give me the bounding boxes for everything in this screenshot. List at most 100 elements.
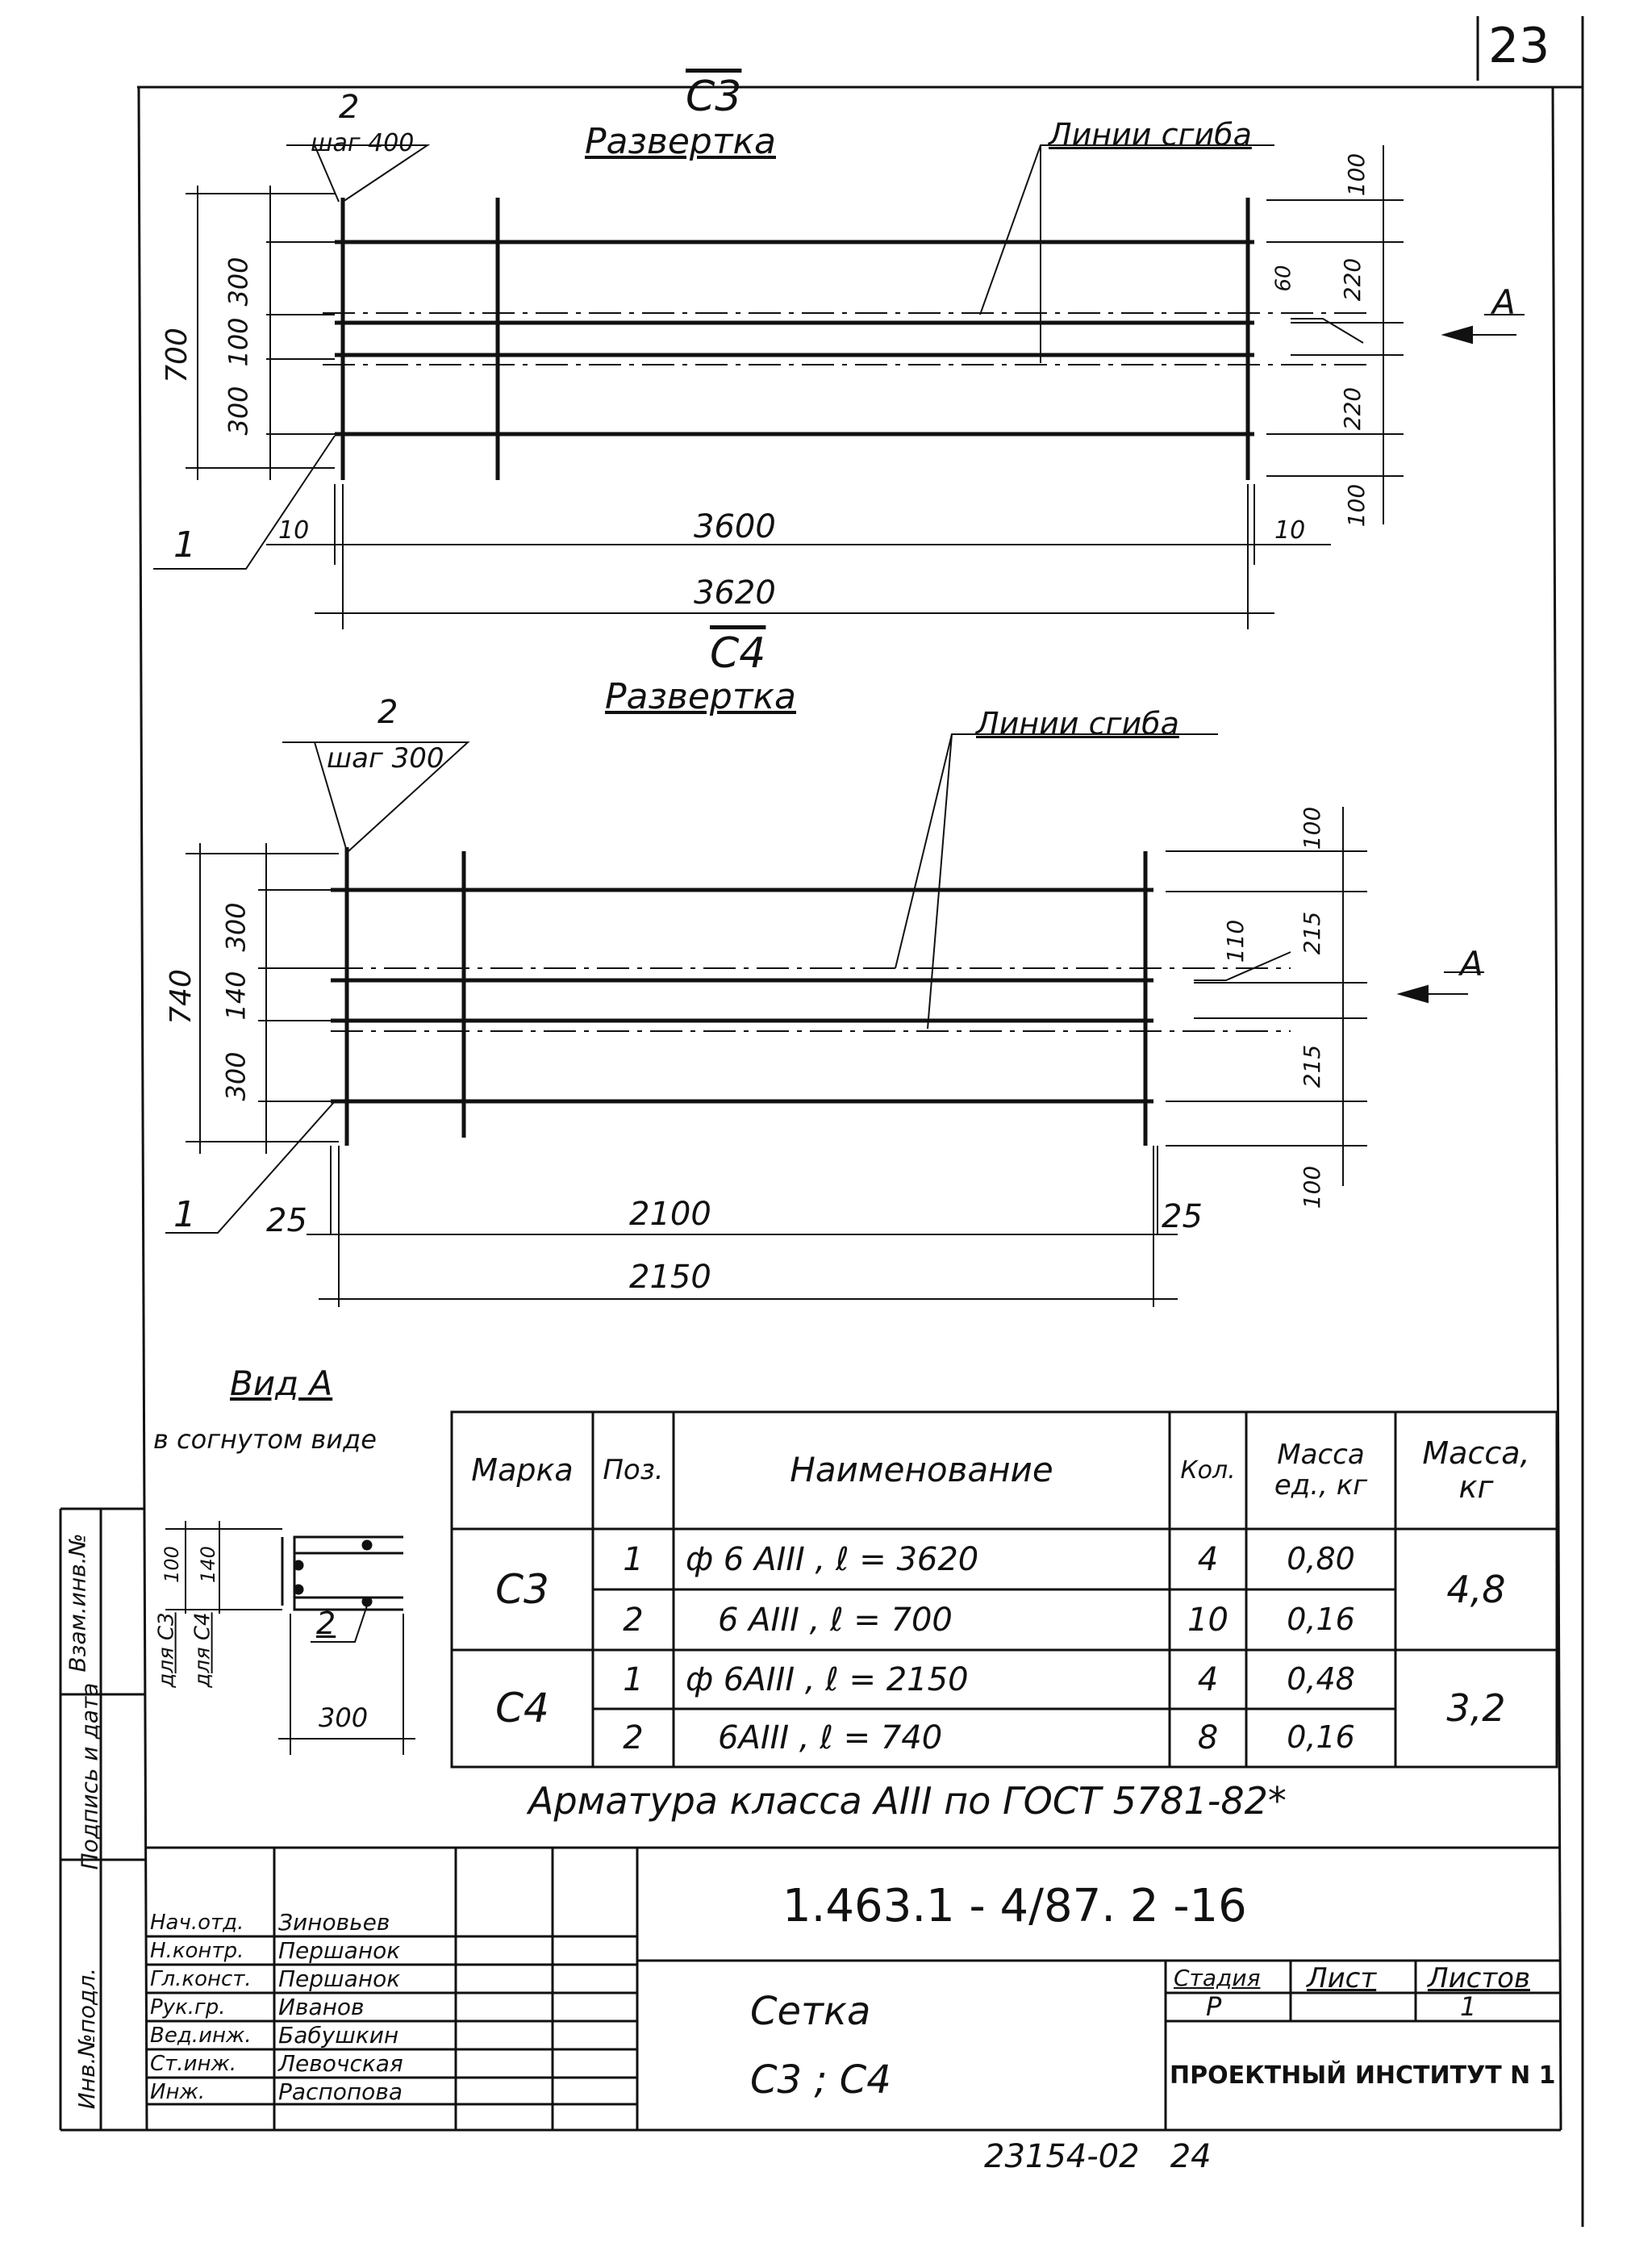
c3-dim-right-4: 220 <box>1339 386 1366 431</box>
spec-c4-r1-name: ф 6АIII , ℓ = 2150 <box>686 1660 969 1698</box>
c3-title: С3 <box>686 73 742 121</box>
c4-pitch: шаг 300 <box>327 742 444 775</box>
spec-c3-mark: С3 <box>495 1565 549 1613</box>
view-a-label-c3: для С3 <box>154 1612 179 1688</box>
sheets-header: Листов <box>1428 1962 1531 1994</box>
stage-header: Стадия <box>1174 1965 1261 1991</box>
c4-dim-right-1: 100 <box>1299 806 1326 850</box>
view-a-width-dim: 300 <box>319 1702 369 1733</box>
c4-dim-inner: 2100 <box>629 1196 711 1233</box>
side-stamp-sign: Подпись и дата <box>76 1682 103 1870</box>
sheets-value: 1 <box>1460 1991 1477 2022</box>
spec-c3-r1-name: ф 6 АIII , ℓ = 3620 <box>686 1540 979 1578</box>
c3-pos2-label: 2 <box>339 89 360 126</box>
c4-dim-offset-left: 25 <box>266 1202 307 1239</box>
title-block-grid <box>147 1846 1561 2130</box>
c4-mesh <box>331 847 1153 1146</box>
spec-c4-r2-pos: 2 <box>623 1719 644 1756</box>
c4-dim-left-bot: 300 <box>220 1051 252 1101</box>
c3-dim-left-bot: 300 <box>223 386 254 436</box>
c3-mesh <box>335 198 1254 480</box>
spec-c4-r1-unit-mass: 0,48 <box>1287 1660 1355 1697</box>
c4-dim-left-mid: 140 <box>220 971 252 1021</box>
c3-dim-right-3: 60 <box>1271 265 1296 292</box>
c3-dim-right-1: 100 <box>1343 152 1370 197</box>
c4-bend-lines-label: Линии сгиба <box>976 706 1179 741</box>
role-4: Рук.гр. <box>150 1995 226 2019</box>
role-2: Н.контр. <box>150 1939 244 1963</box>
name-2: Першанок <box>278 1937 401 1964</box>
sheet-header: Лист <box>1307 1962 1377 1994</box>
spec-table-grid <box>450 1410 1558 1769</box>
spec-c4-r2-qty: 8 <box>1197 1719 1219 1756</box>
spec-c3-total-mass: 4,8 <box>1446 1567 1506 1611</box>
role-1: Нач.отд. <box>150 1911 244 1935</box>
spec-c4-total-mass: 3,2 <box>1446 1686 1506 1731</box>
c4-view-arrow: А <box>1460 944 1483 984</box>
bottom-number: 23154-02 24 <box>984 2138 1212 2175</box>
spec-table: Марка Поз. Наименование Кол. Масса ед., … <box>452 1412 1557 1767</box>
role-5: Вед.инж. <box>150 2024 252 2048</box>
side-stamp-inv: Инв.№подл. <box>73 1967 101 2110</box>
spec-c3-r2-unit-mass: 0,16 <box>1287 1601 1355 1637</box>
spec-c3-r1-unit-mass: 0,80 <box>1287 1540 1355 1577</box>
c4-subtitle: Развертка <box>605 676 796 717</box>
c3-dim-left-mid: 100 <box>223 317 254 367</box>
name-5: Бабушкин <box>278 2022 399 2049</box>
c3-bend-lines-label: Линии сгиба <box>1049 117 1252 152</box>
view-a-profile <box>281 1535 403 1611</box>
name-6: Левочская <box>278 2050 403 2077</box>
c4-pos1-label: 1 <box>173 1194 196 1235</box>
name-3: Першанок <box>278 1965 401 1992</box>
spec-c4-r2-name: 6АIII , ℓ = 740 <box>718 1719 943 1756</box>
role-6: Ст.инж. <box>150 2052 237 2076</box>
spec-header-name: Наименование <box>790 1450 1053 1490</box>
c3-dim-inner: 3600 <box>694 508 776 545</box>
sheet-number: 23 <box>1488 18 1550 74</box>
spec-c3-r1-pos: 1 <box>623 1540 644 1578</box>
role-7: Инж. <box>150 2080 206 2104</box>
view-a-pos-label: 2 <box>316 1606 336 1641</box>
view-a-title: Вид А <box>230 1364 333 1403</box>
c4-dim-right-2: 215 <box>1299 911 1326 955</box>
c3-subtitle: Развертка <box>585 121 776 162</box>
drawing-name-2: С3 ; С4 <box>750 2057 891 2103</box>
spec-c4-r2-unit-mass: 0,16 <box>1287 1719 1355 1756</box>
c3-pitch: шаг 400 <box>311 129 415 157</box>
stage-value: Р <box>1206 1991 1222 2022</box>
c4-dim-offset-right: 25 <box>1162 1198 1203 1235</box>
c3-dim-total-height: 700 <box>160 328 194 383</box>
spec-c3-r2-qty: 10 <box>1187 1601 1228 1639</box>
c3-view-arrow: А <box>1492 282 1516 322</box>
spec-c3-r2-name: 6 АIII , ℓ = 700 <box>718 1601 953 1639</box>
c4-pos2-label: 2 <box>378 694 398 731</box>
spec-c4-r1-pos: 1 <box>623 1660 644 1698</box>
name-1: Зиновьев <box>278 1909 390 1936</box>
view-a-dim-c3: 100 <box>160 1546 183 1583</box>
c3-dim-right-5: 100 <box>1343 483 1370 528</box>
name-7: Распопова <box>278 2078 403 2105</box>
c3-dim-offset-left: 10 <box>278 516 310 545</box>
c4-dim-right-4: 215 <box>1299 1044 1326 1088</box>
spec-header-pos: Поз. <box>603 1453 664 1486</box>
role-3: Гл.конст. <box>150 1967 252 1991</box>
c3-dim-offset-right: 10 <box>1274 516 1306 545</box>
spec-header-mass: Масса, кг <box>1422 1435 1530 1505</box>
c4-title: С4 <box>710 629 766 678</box>
spec-c4-r1-qty: 4 <box>1197 1660 1219 1698</box>
spec-header-mark: Марка <box>471 1451 574 1488</box>
c3-dim-left-top: 300 <box>223 257 254 307</box>
c4-dim-right-5: 100 <box>1299 1165 1326 1209</box>
doc-code: 1.463.1 - 4/87. 2 -16 <box>782 1880 1247 1932</box>
c4-dim-total: 2150 <box>629 1259 711 1296</box>
side-stamp-repl: Взам.инв.№ <box>64 1533 91 1673</box>
view-a-label-c4: для С4 <box>190 1612 215 1688</box>
spec-note: Арматура класса АIII по ГОСТ 5781-82* <box>528 1779 1287 1823</box>
name-4: Иванов <box>278 1994 365 2020</box>
c3-dim-total: 3620 <box>694 574 776 612</box>
organization: ПРОЕКТНЫЙ ИНСТИТУТ N 1 <box>1170 2061 1556 2090</box>
spec-c3-r1-qty: 4 <box>1197 1540 1219 1578</box>
drawing-name-1: Сетка <box>750 1989 871 2034</box>
c3-pos1-label: 1 <box>173 524 196 566</box>
